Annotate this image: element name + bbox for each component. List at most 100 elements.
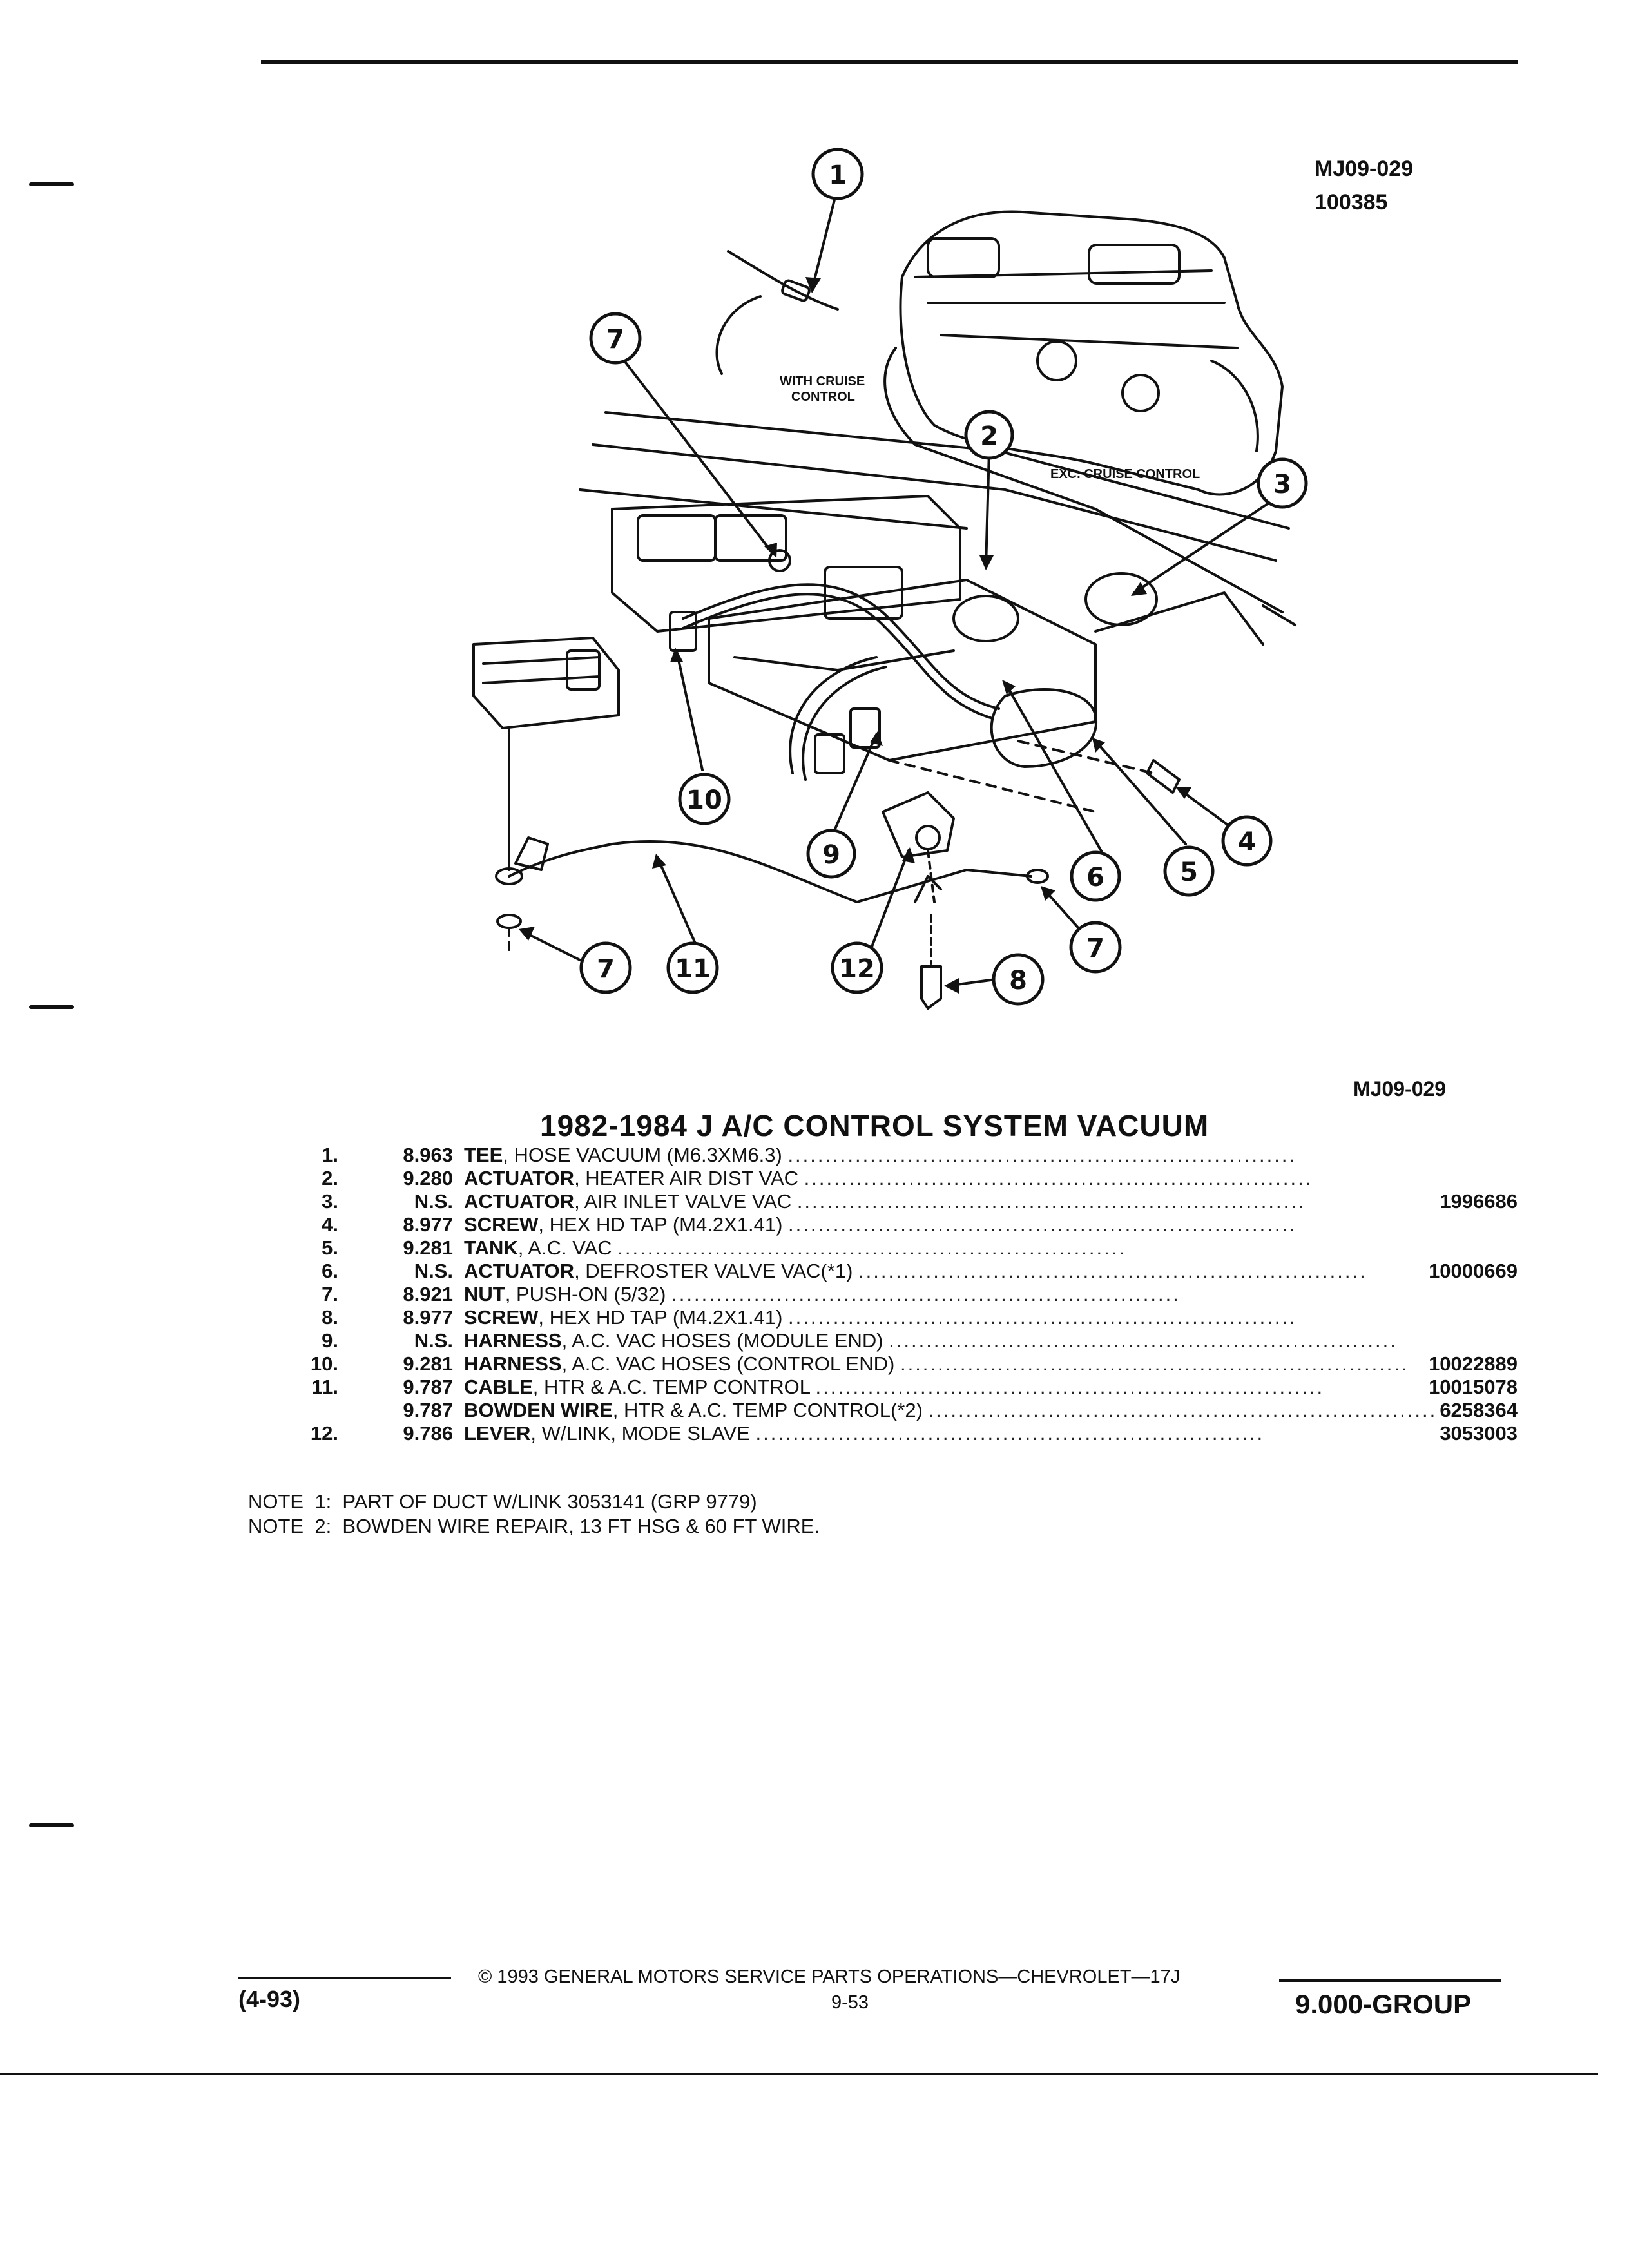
part-description: ACTUATOR, DEFROSTER VALVE VAC(*1) ......… — [464, 1260, 1592, 1283]
svg-text:1: 1 — [829, 160, 847, 190]
svg-text:7: 7 — [606, 325, 624, 354]
leader-dots: ........................................… — [889, 1329, 1398, 1352]
part-detail: , A.C. VAC HOSES (CONTROL END) — [561, 1352, 895, 1375]
margin-mark-1 — [29, 182, 74, 186]
item-number: 7. — [322, 1283, 338, 1305]
leader-dots: ........................................… — [788, 1213, 1297, 1236]
leader-dots: ........................................… — [900, 1352, 1409, 1375]
part-description: SCREW, HEX HD TAP (M4.2X1.41) ..........… — [464, 1306, 1592, 1329]
parts-row: 5. 9.281 TANK, A.C. VAC ................… — [232, 1236, 1508, 1260]
part-detail: , W/LINK, MODE SLAVE — [530, 1422, 750, 1445]
part-description: ACTUATOR, HEATER AIR DIST VAC ..........… — [464, 1167, 1592, 1190]
group-number: 8.921 — [403, 1283, 453, 1305]
caption-code: MJ09-029 — [1353, 1077, 1447, 1100]
part-name: SCREW — [464, 1306, 539, 1329]
page-number: 9-53 — [831, 1992, 869, 2013]
control-head — [472, 637, 620, 729]
parts-row: 1. 8.963 TEE, HOSE VACUUM (M6.3XM6.3) ..… — [232, 1144, 1508, 1167]
group-number: 9.787 — [403, 1376, 453, 1398]
svg-text:7: 7 — [1086, 934, 1104, 963]
part-number: 1996686 — [1440, 1190, 1518, 1213]
label-with-cruise-line2: CONTROL — [791, 390, 855, 404]
item-number: 12. — [310, 1422, 338, 1445]
leader-dots: ........................................… — [787, 1144, 1297, 1166]
parts-row: 2. 9.280 ACTUATOR, HEATER AIR DIST VAC .… — [232, 1167, 1508, 1190]
group-number: 9.281 — [403, 1352, 453, 1375]
group-number: 9.786 — [403, 1422, 453, 1445]
callout-9: 9 — [806, 829, 856, 879]
group-number: 8.977 — [403, 1306, 453, 1329]
part-number: 6258364 — [1440, 1399, 1518, 1421]
group-number: N.S. — [414, 1329, 453, 1352]
margin-mark-2 — [29, 1005, 74, 1009]
part-name: NUT — [464, 1283, 505, 1305]
item-number: 10. — [310, 1352, 338, 1375]
part-detail: , HTR & A.C. TEMP CONTROL — [532, 1376, 810, 1398]
engine-outline — [899, 210, 1284, 496]
svg-text:5: 5 — [1180, 858, 1198, 887]
svg-text:7: 7 — [597, 954, 615, 984]
parts-row: 11. 9.787 CABLE, HTR & A.C. TEMP CONTROL… — [232, 1376, 1518, 1399]
part-detail: , HTR & A.C. TEMP CONTROL(*2) — [612, 1399, 923, 1421]
part-name: ACTUATOR — [464, 1167, 575, 1189]
parts-list: 1. 8.963 TEE, HOSE VACUUM (M6.3XM6.3) ..… — [232, 1144, 1518, 1445]
part-description: SCREW, HEX HD TAP (M4.2X1.41) ..........… — [464, 1213, 1592, 1236]
note-1: NOTE 1: PART OF DUCT W/LINK 3053141 (GRP… — [248, 1490, 757, 1513]
part-description: ACTUATOR, AIR INLET VALVE VAC ..........… — [464, 1190, 1592, 1213]
group-number: 9.281 — [403, 1236, 453, 1259]
group-number: 9.280 — [403, 1167, 453, 1189]
temp-cable — [508, 840, 1032, 903]
leader-dots: ........................................… — [671, 1283, 1181, 1305]
parts-row: 12. 9.786 LEVER, W/LINK, MODE SLAVE ....… — [232, 1422, 1518, 1445]
item-number: 3. — [322, 1190, 338, 1213]
part-description: NUT, PUSH-ON (5/32) ....................… — [464, 1283, 1592, 1306]
part-name: TEE — [464, 1144, 503, 1166]
item-number: 11. — [311, 1376, 338, 1398]
part-detail: , HEATER AIR DIST VAC — [574, 1167, 799, 1189]
heater-duct — [611, 495, 961, 633]
part-detail: , HEX HD TAP (M4.2X1.41) — [538, 1213, 783, 1236]
item-number: 6. — [322, 1260, 338, 1282]
group-number: N.S. — [414, 1260, 453, 1282]
vacuum-tank — [990, 688, 1098, 768]
top-rule — [261, 60, 1518, 64]
drawing-number: 100385 — [1315, 190, 1388, 215]
part-detail: , DEFROSTER VALVE VAC(*1) — [574, 1260, 853, 1282]
label-exc-cruise: EXC. CRUISE CONTROL — [1050, 467, 1200, 481]
leader-dots: ........................................… — [617, 1236, 1126, 1259]
callout-8: 8 — [992, 953, 1045, 1006]
part-name: ACTUATOR — [464, 1260, 575, 1282]
callout-6: 6 — [1070, 850, 1121, 902]
svg-text:8: 8 — [1009, 966, 1027, 995]
leader-dots: ........................................… — [788, 1306, 1297, 1329]
part-name: SCREW — [464, 1213, 539, 1236]
part-number: 3053003 — [1440, 1422, 1518, 1445]
parts-row: 9.787 BOWDEN WIRE, HTR & A.C. TEMP CONTR… — [232, 1399, 1518, 1422]
part-name: HARNESS — [464, 1352, 562, 1375]
parts-row: 10. 9.281 HARNESS, A.C. VAC HOSES (CONTR… — [232, 1352, 1518, 1376]
callout-7-left: 7 — [579, 941, 632, 994]
callout-1: 1 — [811, 148, 864, 200]
drawing-code: MJ09-029 — [1315, 157, 1414, 181]
part-detail: , A.C. VAC — [517, 1236, 612, 1259]
svg-text:2: 2 — [980, 421, 998, 451]
part-name: BOWDEN WIRE — [464, 1399, 613, 1421]
parts-row: 4. 8.977 SCREW, HEX HD TAP (M4.2X1.41) .… — [232, 1213, 1508, 1236]
svg-text:3: 3 — [1273, 470, 1291, 499]
part-description: HARNESS, A.C. VAC HOSES (MODULE END) ...… — [464, 1329, 1592, 1352]
part-name: HARNESS — [464, 1329, 562, 1352]
svg-text:12: 12 — [839, 954, 875, 984]
parts-row: 9. N.S. HARNESS, A.C. VAC HOSES (MODULE … — [232, 1329, 1508, 1352]
page-title: 1982-1984 J A/C CONTROL SYSTEM VACUUM — [540, 1109, 1210, 1142]
parts-row: 7. 8.921 NUT, PUSH-ON (5/32) ...........… — [232, 1283, 1508, 1306]
label-with-cruise-line1: WITH CRUISE — [780, 374, 865, 389]
group-number: N.S. — [414, 1190, 453, 1213]
part-name: CABLE — [464, 1376, 533, 1398]
exploded-diagram: WITH CRUISE CONTROL EXC. CRUISE CONTROL … — [472, 148, 1308, 1010]
part-number: 10015078 — [1429, 1376, 1518, 1398]
item-number: 5. — [322, 1236, 338, 1259]
part-name: TANK — [464, 1236, 518, 1259]
part-description: TEE, HOSE VACUUM (M6.3XM6.3) ...........… — [464, 1144, 1592, 1167]
margin-mark-3 — [29, 1823, 74, 1827]
part-number: 10022889 — [1429, 1352, 1518, 1375]
